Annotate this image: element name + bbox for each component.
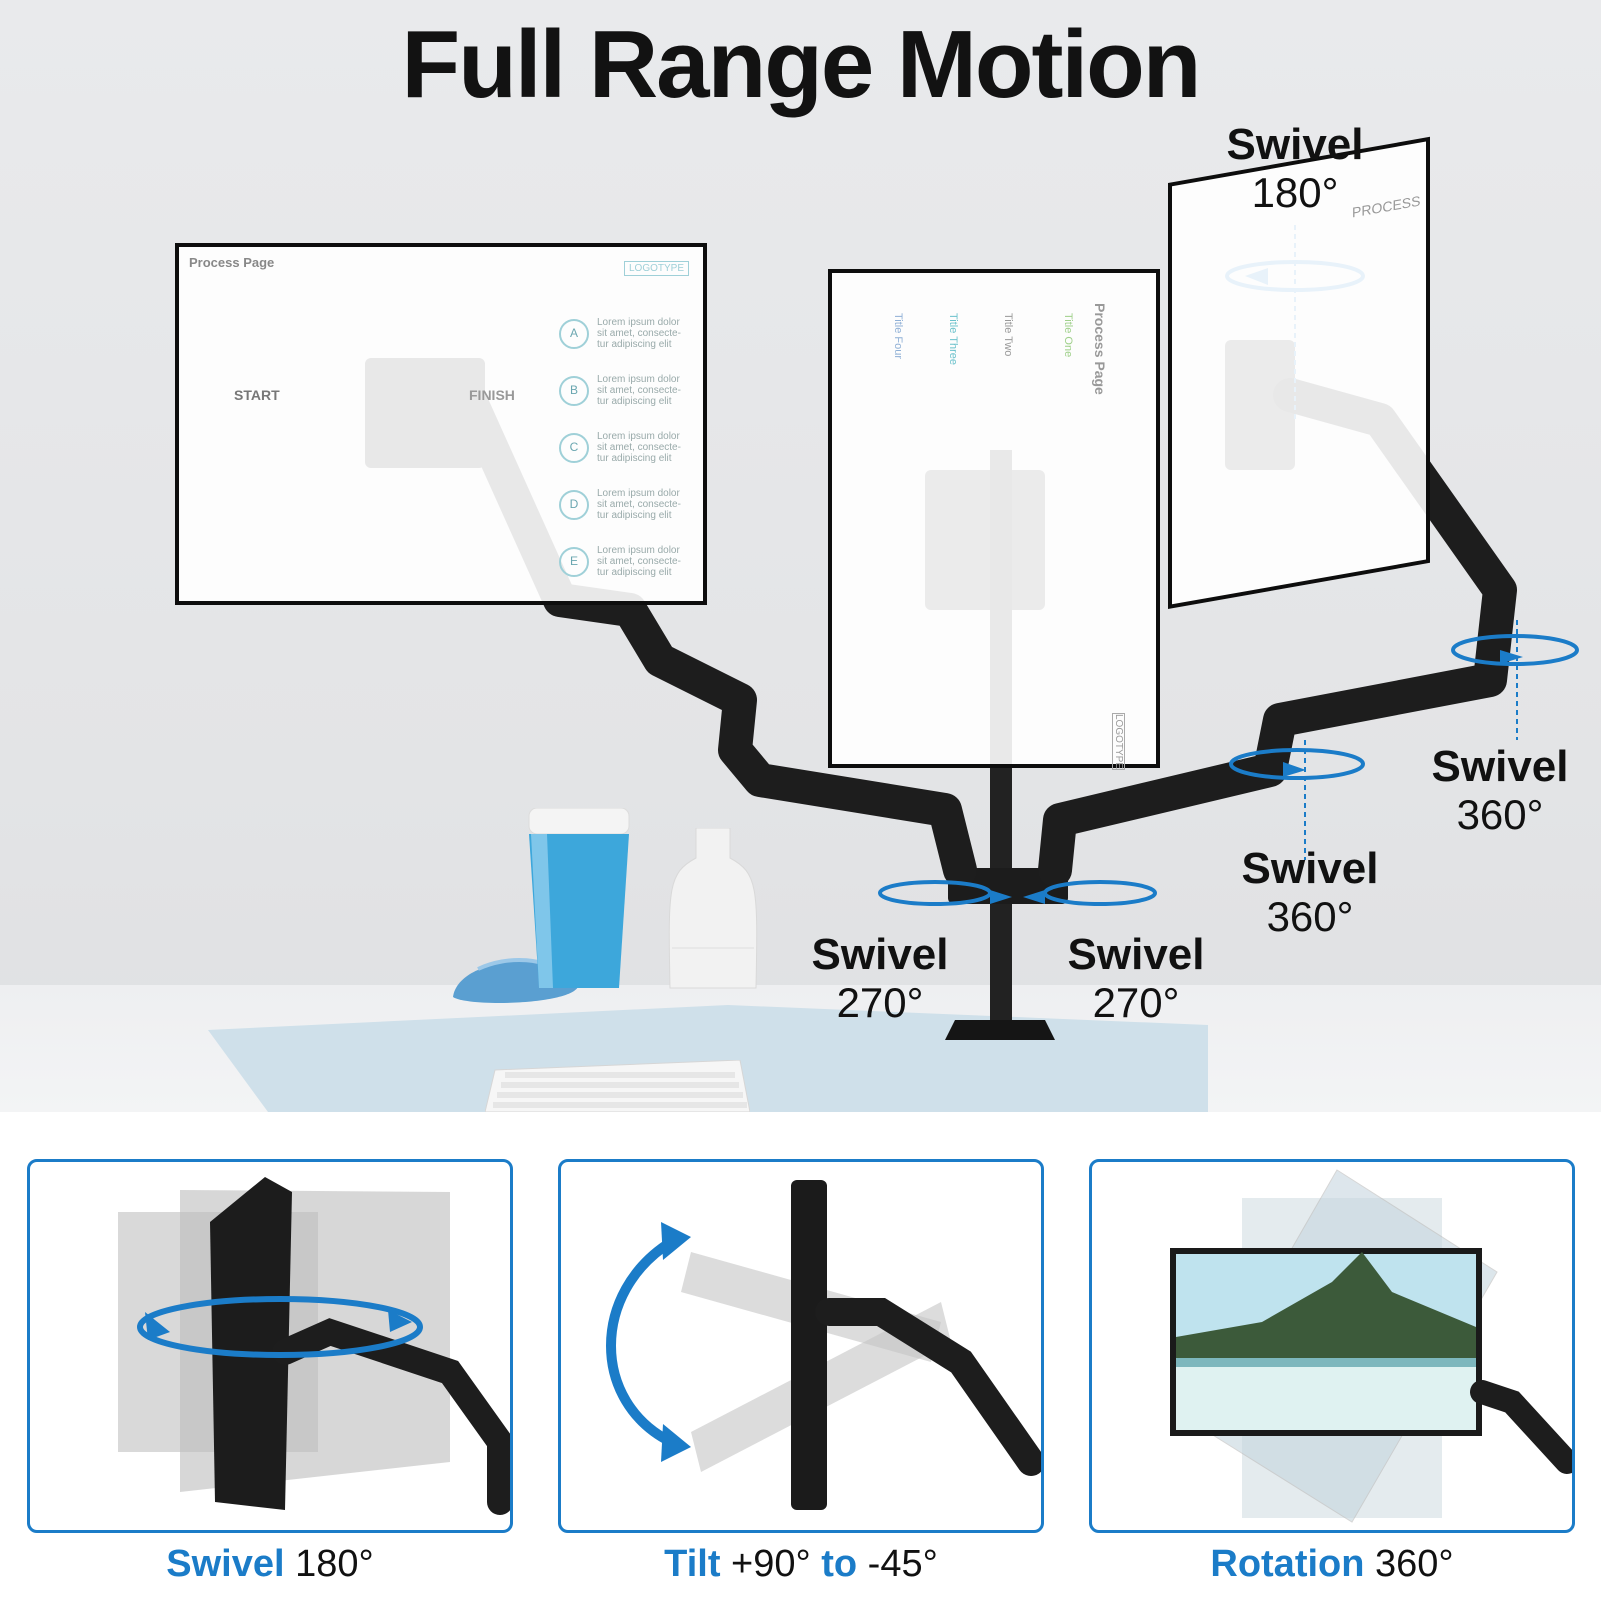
caption-bold: Tilt xyxy=(664,1543,721,1585)
list-item: A Lorem ipsum dolor sit amet, consecte-t… xyxy=(559,317,687,350)
left-screen-letter-list: A Lorem ipsum dolor sit amet, consecte-t… xyxy=(559,317,687,578)
coffee-cup xyxy=(528,808,630,988)
swivel-illustration xyxy=(118,1177,510,1515)
label-swivel-base-right: Swivel 270° xyxy=(1036,930,1236,1026)
left-screen-logo: LOGOTYPE xyxy=(623,261,689,276)
label-swivel-top-right: Swivel 180° xyxy=(1195,120,1395,216)
panel-rotation xyxy=(1089,1159,1575,1533)
caption-value: 180° xyxy=(284,1543,374,1585)
caption-rotation: Rotation 360° xyxy=(1089,1542,1575,1586)
lorem-text: Lorem ipsum dolor sit amet, consecte-tur… xyxy=(597,431,681,464)
label-swivel-mid-right: Swivel 360° xyxy=(1210,844,1410,940)
list-item: C Lorem ipsum dolor sit amet, consecte-t… xyxy=(559,431,687,464)
middle-screen-subtitle: Title One xyxy=(1062,313,1074,358)
label-value: 270° xyxy=(1092,979,1180,1027)
left-monitor-screen: Process Page LOGOTYPE START FINISH A Lor… xyxy=(175,243,707,605)
lorem-text: Lorem ipsum dolor sit amet, consecte-tur… xyxy=(597,374,681,407)
middle-screen-title: Process Page xyxy=(1092,303,1108,395)
rotation-illustration xyxy=(1170,1169,1572,1523)
label-value: 180° xyxy=(1251,169,1339,217)
white-vase xyxy=(668,828,758,989)
caption-bold: Swivel xyxy=(166,1543,285,1585)
lorem-text: Lorem ipsum dolor sit amet, consecte-tur… xyxy=(597,317,681,350)
middle-screen-subtitle: Title Two xyxy=(1002,313,1014,357)
left-screen-finish: FINISH xyxy=(469,387,515,403)
list-item: D Lorem ipsum dolor sit amet, consecte-t… xyxy=(559,488,687,521)
label-name: Swivel xyxy=(1431,742,1569,791)
left-screen-start: START xyxy=(234,387,280,403)
caption-value: -45° xyxy=(857,1543,938,1585)
left-screen-title: Process Page xyxy=(189,255,275,270)
middle-screen-logo: LOGOTYPE xyxy=(1112,713,1125,771)
tilt-illustration xyxy=(606,1180,1041,1510)
label-value: 270° xyxy=(836,979,924,1027)
caption-swivel: Swivel 180° xyxy=(27,1542,513,1586)
keyboard xyxy=(485,1060,750,1112)
label-swivel-far-right: Swivel 360° xyxy=(1400,742,1600,838)
lorem-text: Lorem ipsum dolor sit amet, consecte-tur… xyxy=(597,545,681,578)
panel-swivel xyxy=(27,1159,513,1533)
label-name: Swivel xyxy=(1241,844,1379,893)
middle-monitor-screen: Process Page Title One Title Two Title T… xyxy=(828,269,1160,771)
panel-tilt xyxy=(558,1159,1044,1533)
letter-badge: E xyxy=(559,546,589,577)
label-value: 360° xyxy=(1456,791,1544,839)
caption-mid: +90° xyxy=(720,1543,822,1585)
page-title: Full Range Motion xyxy=(401,11,1202,118)
letter-badge: C xyxy=(559,432,589,463)
label-value: 360° xyxy=(1266,893,1354,941)
caption-tilt: Tilt +90° to -45° xyxy=(558,1542,1044,1586)
letter-badge: A xyxy=(559,318,589,349)
middle-screen-subtitle: Title Four xyxy=(892,313,904,360)
label-name: Swivel xyxy=(1226,120,1364,169)
main-scene: Full Range Motion Process Page LOGOTYPE … xyxy=(0,0,1601,1112)
label-name: Swivel xyxy=(811,930,949,979)
lorem-text: Lorem ipsum dolor sit amet, consecte-tur… xyxy=(597,488,681,521)
letter-badge: B xyxy=(559,375,589,406)
letter-badge: D xyxy=(559,489,589,520)
label-name: Swivel xyxy=(1067,930,1205,979)
caption-to: to xyxy=(821,1543,858,1585)
caption-bold: Rotation xyxy=(1210,1543,1365,1585)
caption-value: 360° xyxy=(1364,1543,1454,1585)
list-item: B Lorem ipsum dolor sit amet, consecte-t… xyxy=(559,374,687,407)
middle-screen-subtitle: Title Three xyxy=(947,313,959,365)
list-item: E Lorem ipsum dolor sit amet, consecte-t… xyxy=(559,545,687,578)
label-swivel-base-left: Swivel 270° xyxy=(780,930,980,1026)
